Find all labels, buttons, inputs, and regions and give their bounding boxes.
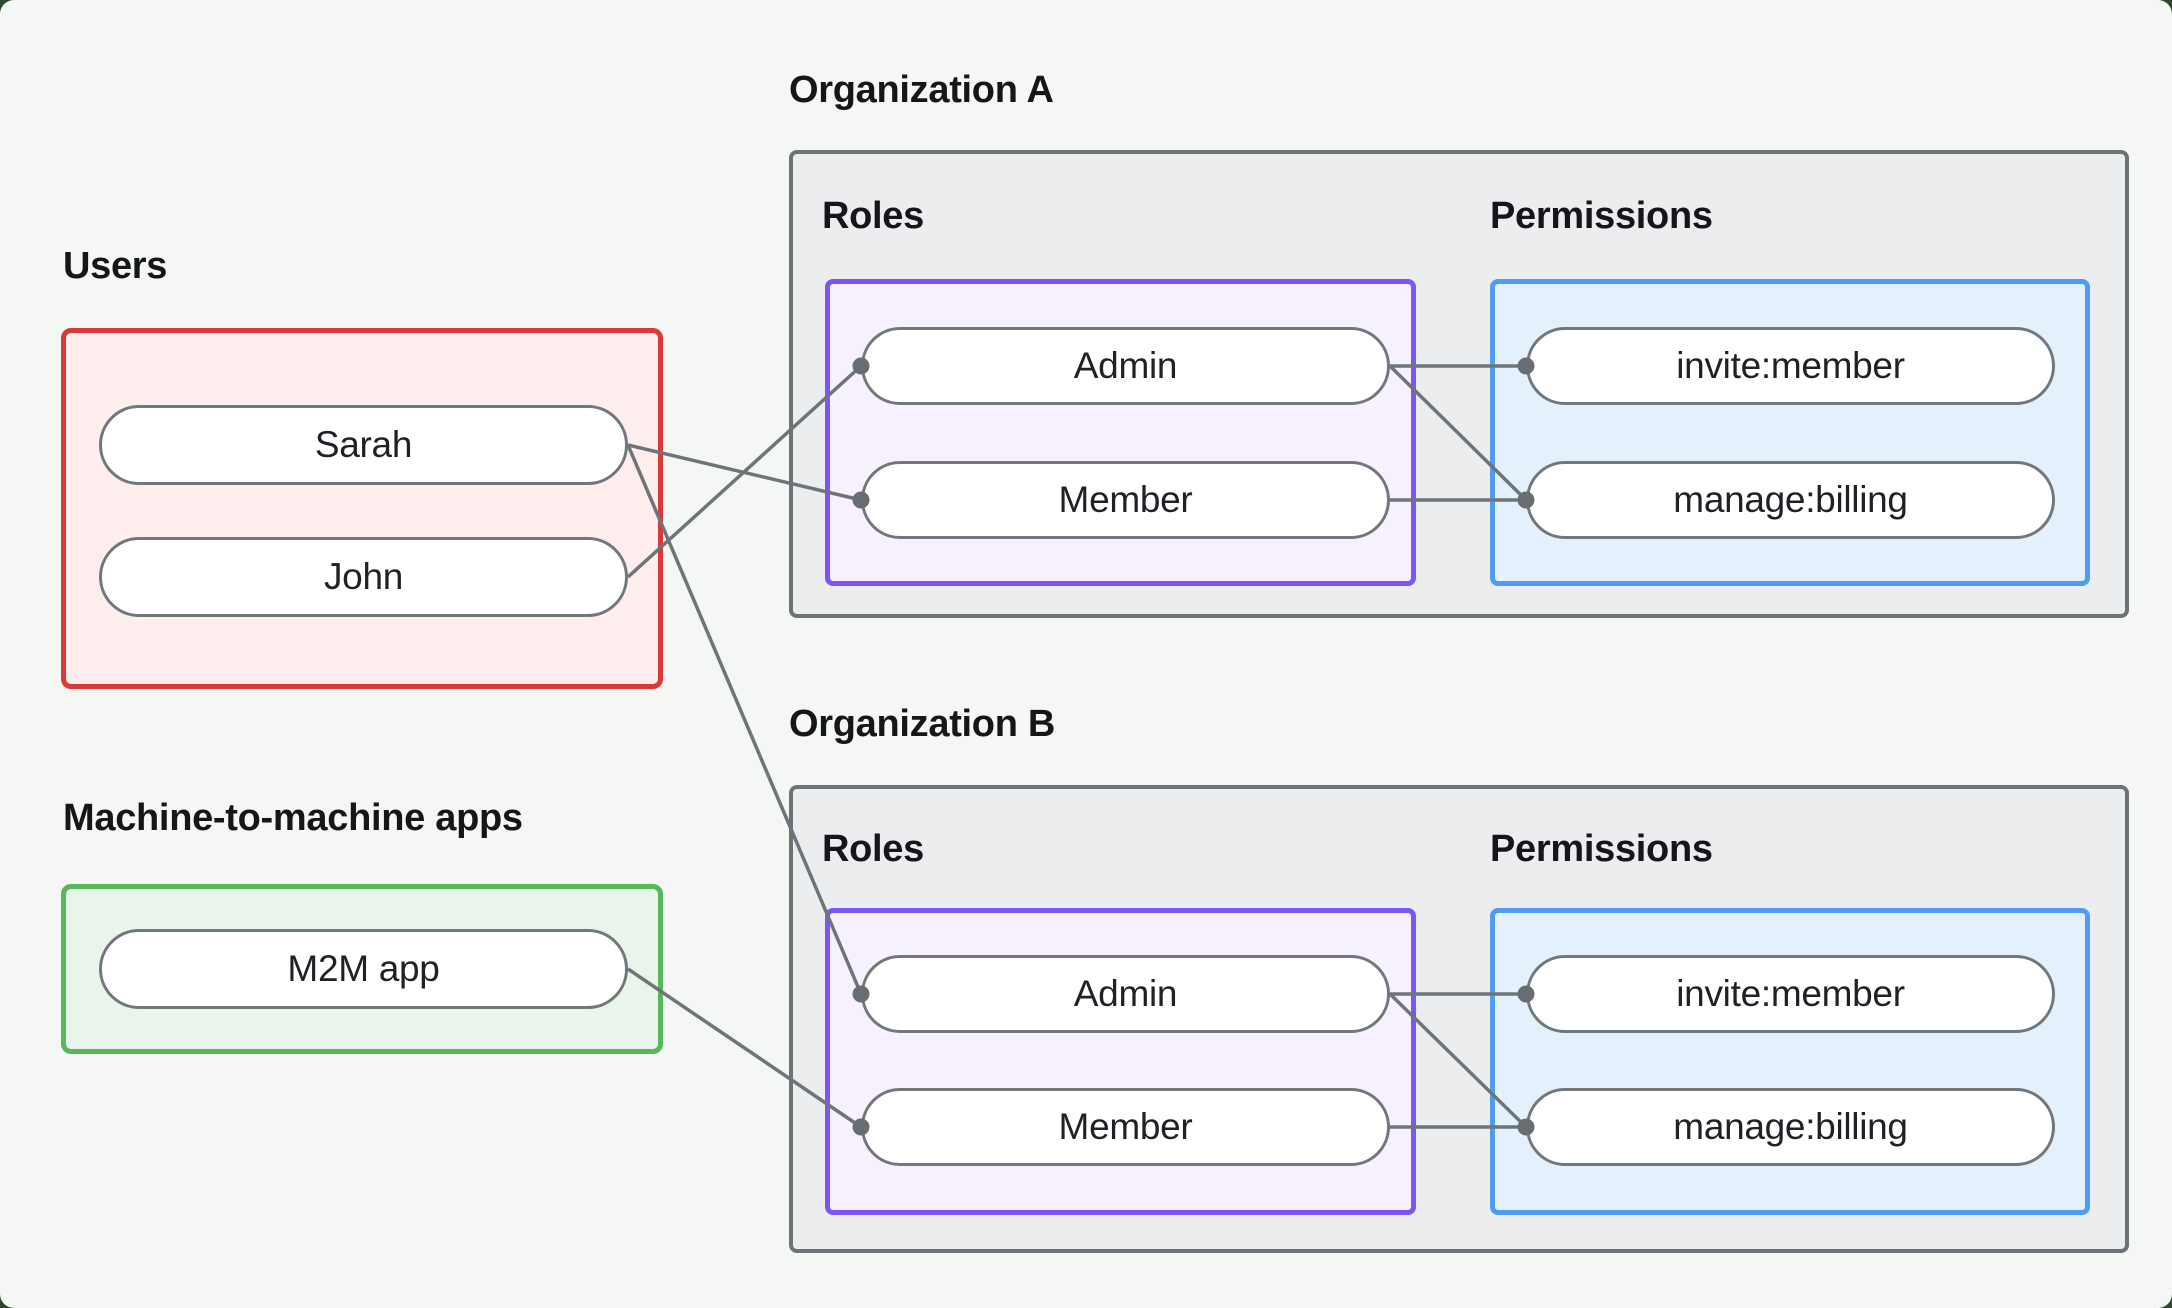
org-a-title: Organization A <box>789 69 1054 111</box>
org-b-title: Organization B <box>789 703 1056 745</box>
m2m-group-title: Machine-to-machine apps <box>63 797 523 839</box>
org-b-permission-manage-billing: manage:billing <box>1526 1088 2055 1166</box>
org-b-permission-invite-member: invite:member <box>1526 955 2055 1033</box>
org-a-role-member: Member <box>861 461 1390 539</box>
users-group-title: Users <box>63 245 168 287</box>
org-a-permission-manage-billing: manage:billing <box>1526 461 2055 539</box>
users-box <box>61 328 663 689</box>
org-b-role-member: Member <box>861 1088 1390 1166</box>
org-a-permissions-label: Permissions <box>1490 195 1713 237</box>
org-b-roles-label: Roles <box>822 828 924 870</box>
org-a-roles-box <box>825 279 1416 586</box>
org-b-role-admin: Admin <box>861 955 1390 1033</box>
org-b-permissions-label: Permissions <box>1490 828 1713 870</box>
user-node-sarah: Sarah <box>99 405 628 485</box>
org-a-role-admin: Admin <box>861 327 1390 405</box>
org-a-roles-label: Roles <box>822 195 924 237</box>
org-a-permission-invite-member: invite:member <box>1526 327 2055 405</box>
org-a-permissions-box <box>1490 279 2090 586</box>
user-node-john: John <box>99 537 628 617</box>
m2m-app-node: M2M app <box>99 929 628 1009</box>
